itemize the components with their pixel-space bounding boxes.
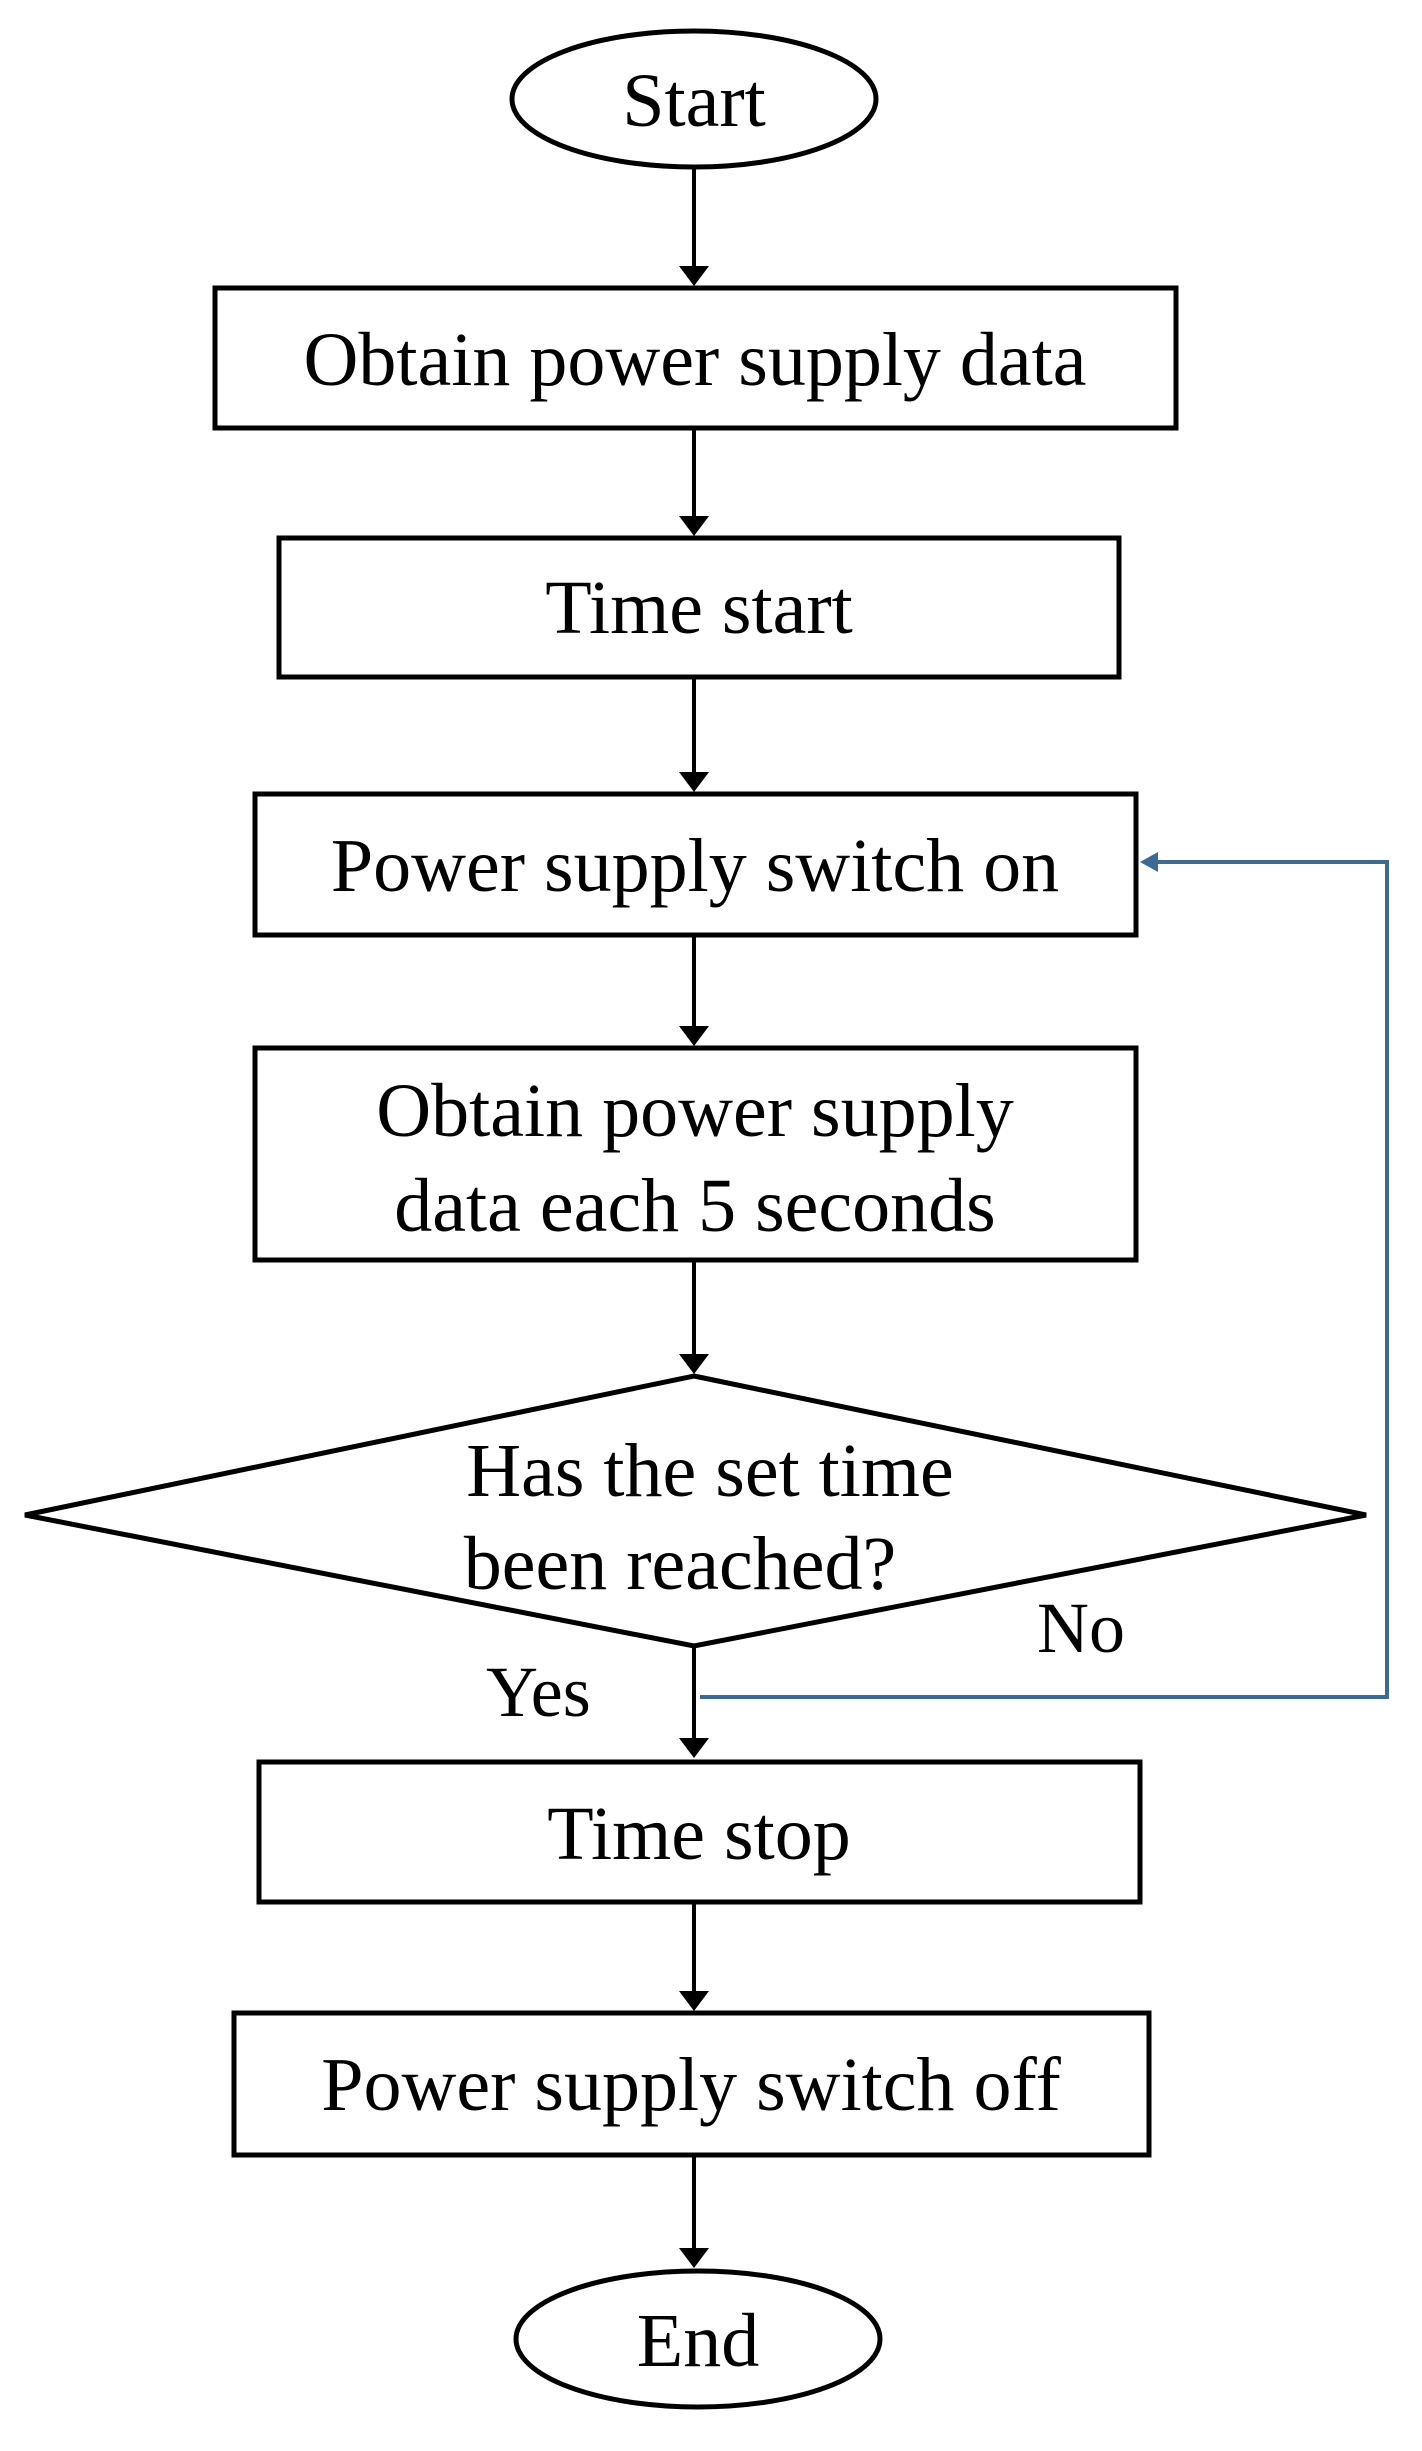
- arrowhead-start-to-obtain: [679, 266, 709, 286]
- process-obtain-periodic-label-line1: Obtain power supply: [376, 1069, 1013, 1153]
- decision-diamond: [24, 1373, 1367, 1649]
- arrowhead-switch-off-to-end: [679, 2248, 709, 2268]
- decision-time-reached: Has the set time been reached?: [24, 1373, 1367, 1649]
- start-terminal: Start: [509, 28, 879, 170]
- process-switch-off-label: Power supply switch off: [321, 2043, 1061, 2127]
- process-time-start-box: [276, 535, 1122, 680]
- decision-label-line1: Has the set time: [466, 1429, 954, 1513]
- process-obtain-periodic: Obtain power supply data each 5 seconds: [252, 1045, 1139, 1263]
- arrowhead-obtain-to-time-start: [679, 516, 709, 536]
- arrowhead-decision-to-time-stop: [679, 1738, 709, 1758]
- arrowhead-time-start-to-switch-on: [679, 772, 709, 792]
- label-no: No: [1037, 1588, 1125, 1668]
- process-switch-off-box: [231, 2010, 1152, 2158]
- process-time-start-label: Time start: [545, 566, 853, 650]
- process-obtain-data-box: [212, 285, 1179, 431]
- end-ellipse: [513, 2268, 883, 2410]
- loop-arrowhead: [1140, 852, 1158, 872]
- process-time-stop: Time stop: [256, 1759, 1143, 1905]
- start-label: Start: [622, 59, 766, 143]
- arrowhead-switch-on-to-periodic: [679, 1026, 709, 1046]
- end-label: End: [637, 2299, 759, 2383]
- process-time-stop-label: Time stop: [547, 1792, 850, 1876]
- process-obtain-data: Obtain power supply data: [212, 285, 1179, 431]
- arrowhead-periodic-to-decision: [679, 1354, 709, 1374]
- arrowhead-time-stop-to-switch-off: [679, 1991, 709, 2011]
- process-switch-on-box: [252, 791, 1139, 938]
- process-switch-on-label: Power supply switch on: [331, 824, 1059, 908]
- process-switch-off: Power supply switch off: [231, 2010, 1152, 2158]
- process-obtain-periodic-box: [252, 1045, 1139, 1263]
- label-yes: Yes: [486, 1652, 591, 1732]
- decision-label-line2: been reached?: [464, 1522, 896, 1606]
- process-obtain-data-label: Obtain power supply data: [303, 318, 1086, 402]
- loop-connector-no: [700, 860, 1389, 1699]
- start-ellipse: [509, 28, 879, 170]
- process-time-stop-box: [256, 1759, 1143, 1905]
- process-time-start: Time start: [276, 535, 1122, 680]
- end-terminal: End: [513, 2268, 883, 2410]
- process-switch-on: Power supply switch on: [252, 791, 1139, 938]
- process-obtain-periodic-label-line2: data each 5 seconds: [394, 1164, 995, 1248]
